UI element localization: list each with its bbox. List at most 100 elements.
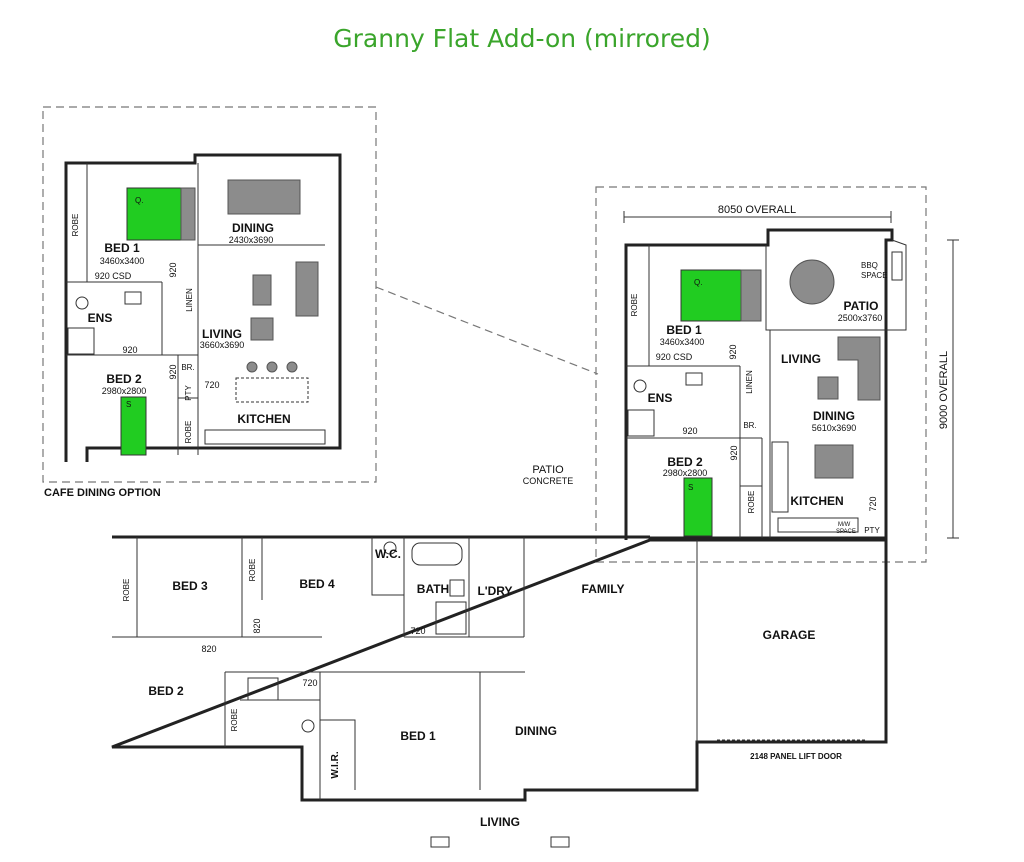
house-living-label: LIVING	[480, 815, 520, 829]
cafe-pty-label: PTY	[184, 385, 193, 401]
flat-living-label: LIVING	[781, 352, 821, 366]
flat-pty-label: PTY	[864, 526, 880, 535]
flat-overall-width: 8050 OVERALL	[718, 204, 796, 216]
house-robe-b: ROBE	[248, 559, 257, 582]
cafe-living-label: LIVING	[202, 327, 242, 341]
flat-door-920a: 920	[728, 344, 738, 359]
house-dining-label: DINING	[515, 724, 557, 738]
cafe-ens-basin	[124, 291, 142, 305]
cafe-stool	[246, 361, 258, 373]
flat-door-920b: 920	[682, 426, 697, 436]
flat-mw-line2: SPACE	[836, 529, 856, 535]
flat-bed2-single-bed	[683, 477, 713, 537]
house-ens-shower	[247, 677, 279, 701]
cafe-dining-table	[227, 179, 301, 215]
flat-bed1-dim: 3460x3400	[660, 337, 705, 347]
flat-bed1-queen-bed	[680, 269, 742, 322]
house-door-720a: 720	[410, 626, 425, 636]
house-ens-toilet	[301, 719, 315, 733]
flat-door-720: 720	[868, 496, 878, 511]
flat-outer-wall	[624, 228, 894, 540]
flat-patio-dim: 2500x3760	[838, 313, 883, 323]
house-robe-c: ROBE	[230, 709, 239, 732]
cafe-csd-label: 920 CSD	[95, 271, 132, 281]
house-wc-label: W.C.	[375, 547, 401, 561]
flat-sofa	[837, 336, 881, 401]
flat-ens-basin	[685, 372, 703, 386]
house-outer-wall	[111, 535, 888, 802]
cafe-ens-label: ENS	[88, 311, 113, 325]
cafe-robe-label: ROBE	[71, 214, 80, 237]
house-bed3-label: BED 3	[172, 579, 208, 593]
house-bath-basin	[449, 579, 465, 597]
flat-boundary	[595, 186, 927, 563]
house-shower	[435, 601, 467, 635]
house-door-720b: 720	[302, 678, 317, 688]
cafe-ens-toilet	[75, 296, 89, 310]
flat-kitchen-label: KITCHEN	[790, 494, 843, 508]
cafe-stool	[266, 361, 278, 373]
cafe-door-920c: 920	[168, 364, 178, 379]
house-robe-a: ROBE	[122, 579, 131, 602]
flat-patio-table	[789, 259, 835, 305]
flat-mw-line1: M/W	[838, 522, 851, 528]
flat-bbq	[891, 251, 903, 281]
flat-dining-dim: 5610x3690	[812, 423, 857, 433]
flat-robe-label: ROBE	[630, 294, 639, 317]
inset-connector-line	[375, 286, 599, 375]
house-bath-tub	[411, 542, 463, 566]
flat-bed1-label: BED 1	[666, 323, 702, 337]
cafe-bed1-queen-bed	[126, 187, 182, 241]
cafe-ens-shower	[67, 327, 95, 355]
house-ldry-label: L'DRY	[477, 584, 512, 598]
house-internal-walls	[112, 537, 698, 800]
house-bed1-label: BED 1	[400, 729, 436, 743]
flat-bed2-label: BED 2	[667, 455, 703, 469]
flat-overall-depth: 9000 OVERALL	[938, 351, 950, 429]
cafe-sofa	[295, 261, 319, 317]
cafe-bed1-q: Q.	[135, 196, 143, 205]
cafe-br-label: BR.	[181, 363, 194, 372]
cafe-armchair	[250, 317, 274, 341]
cafe-internal-walls	[66, 163, 325, 455]
cafe-door-920b: 920	[122, 345, 137, 355]
cafe-dining-label: DINING	[232, 221, 274, 235]
flat-robe2-label: ROBE	[747, 491, 756, 514]
flat-ens-toilet	[633, 379, 647, 393]
cafe-bed2-s: S	[126, 400, 131, 409]
house-door-820b: 820	[201, 644, 216, 654]
cafe-bed1-dim: 3460x3400	[100, 256, 145, 266]
flat-door-920c: 920	[729, 445, 739, 460]
cafe-coffee-table	[252, 274, 272, 306]
cafe-linen-label: LINEN	[185, 288, 194, 312]
granny-flat-plan: 8050 OVERALL 9000 OVERALL ROBE Q. BED 1 …	[595, 186, 959, 563]
cafe-living-dim: 3660x3690	[200, 340, 245, 350]
patio-concrete-label: PATIO	[532, 464, 564, 476]
cafe-bed1-label: BED 1	[104, 241, 140, 255]
flat-ens-shower	[627, 409, 655, 437]
flat-br-label: BR.	[743, 421, 756, 430]
main-house-plan: ROBE BED 3 ROBE BED 4 W.C. BATH L'DRY FA…	[111, 535, 888, 848]
cafe-bed1-bedside	[180, 187, 196, 241]
flat-bbq-line1: BBQ	[861, 261, 878, 270]
cafe-stool	[286, 361, 298, 373]
flat-bed1-bedside	[740, 269, 762, 322]
flat-dining-label: DINING	[813, 409, 855, 423]
cafe-robe2-label: ROBE	[184, 421, 193, 444]
flat-dining-table	[814, 444, 854, 479]
flat-linen-label: LINEN	[745, 370, 754, 394]
cafe-bed2-dim: 2980x2800	[102, 386, 147, 396]
flat-kitchen-bench-bottom	[777, 517, 859, 533]
cafe-kitchen-bench	[204, 429, 326, 445]
cafe-door-720: 720	[204, 380, 219, 390]
cafe-door-920a: 920	[168, 262, 178, 277]
flat-patio-label: PATIO	[844, 299, 879, 313]
page-title: Granny Flat Add-on (mirrored)	[333, 24, 710, 53]
flat-coffee-table	[817, 376, 839, 400]
flat-bbq-line2: SPACE	[861, 271, 888, 280]
cafe-bed2-label: BED 2	[106, 372, 142, 386]
patio-concrete-sub: CONCRETE	[523, 476, 574, 486]
flat-bed2-dim: 2980x2800	[663, 468, 708, 478]
house-door-820a: 820	[252, 618, 262, 633]
